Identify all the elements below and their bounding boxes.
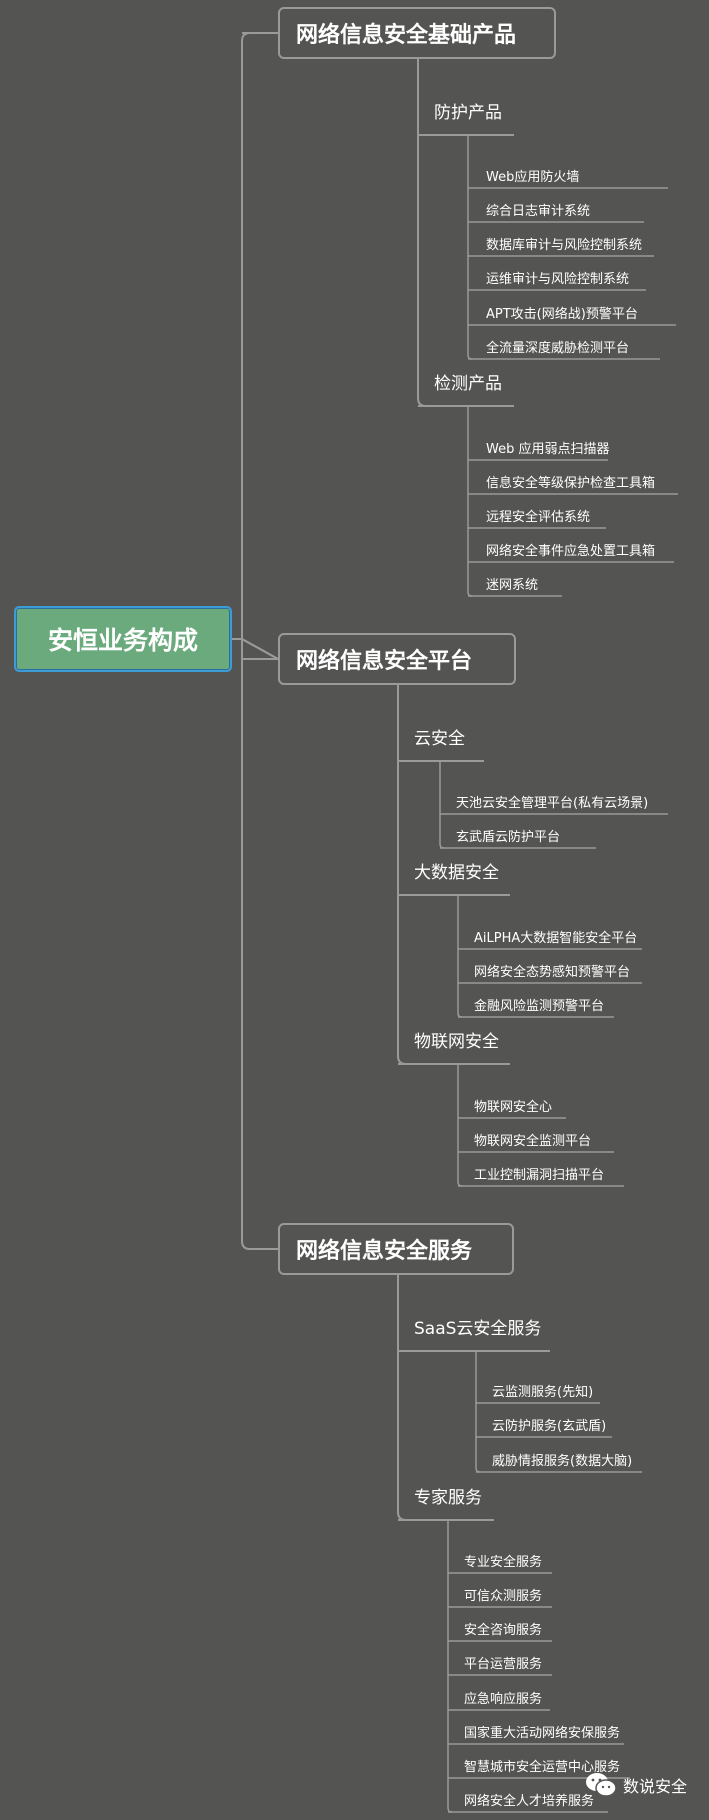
leaf-item[interactable]: 云监测服务(先知) bbox=[492, 1385, 594, 1400]
wechat-icon bbox=[585, 1773, 617, 1797]
leaf-item[interactable]: 网络安全事件应急处置工具箱 bbox=[486, 544, 656, 559]
leaf-item[interactable]: 远程安全评估系统 bbox=[486, 510, 591, 525]
group-2-1-label[interactable]: 专家服务 bbox=[414, 1488, 482, 1508]
leaf-item[interactable]: 平台运营服务 bbox=[464, 1657, 543, 1672]
leaf-item[interactable]: Web应用防火墙 bbox=[486, 170, 580, 185]
root-edge-1b bbox=[241, 639, 278, 660]
watermark-text: 数说安全 bbox=[622, 1777, 687, 1796]
group-0-0-label[interactable]: 防护产品 bbox=[434, 103, 502, 123]
leaf-item[interactable]: 物联网安全心 bbox=[474, 1100, 553, 1115]
leaf-item[interactable]: 物联网安全监测平台 bbox=[474, 1134, 592, 1149]
watermark: 数说安全 bbox=[585, 1772, 687, 1798]
group-2-1-trunk bbox=[447, 1520, 453, 1813]
root-edge-0 bbox=[241, 32, 278, 639]
leaf-item[interactable]: 金融风险监测预警平台 bbox=[474, 999, 605, 1014]
group-2-0-trunk bbox=[475, 1351, 481, 1473]
leaf-item[interactable]: 云防护服务(玄武盾) bbox=[492, 1419, 607, 1434]
root-node[interactable]: 安恒业务构成 bbox=[14, 606, 232, 672]
leaf-item[interactable]: 国家重大活动网络安保服务 bbox=[464, 1726, 621, 1741]
group-1-1-trunk bbox=[457, 895, 463, 1018]
leaf-item[interactable]: 信息安全等级保护检查工具箱 bbox=[486, 476, 656, 491]
leaf-item[interactable]: 网络安全态势感知预警平台 bbox=[474, 965, 631, 980]
leaf-item[interactable]: 运维审计与风险控制系统 bbox=[486, 272, 630, 287]
root-edge-1 bbox=[241, 638, 279, 660]
branch-security-services[interactable]: 网络信息安全服务 bbox=[278, 1223, 514, 1275]
branch-1-trunk bbox=[397, 685, 407, 1065]
leaf-item[interactable]: 智慧城市安全运营中心服务 bbox=[464, 1760, 621, 1775]
group-1-2-label[interactable]: 物联网安全 bbox=[414, 1032, 499, 1052]
leaf-item[interactable]: 安全咨询服务 bbox=[464, 1623, 543, 1638]
leaf-item[interactable]: 数据库审计与风险控制系统 bbox=[486, 238, 643, 253]
leaf-item[interactable]: 网络安全人才培养服务 bbox=[464, 1794, 595, 1809]
group-1-0-trunk bbox=[439, 761, 445, 849]
root-edge-2 bbox=[241, 639, 278, 1250]
branch-0-trunk bbox=[417, 59, 427, 407]
leaf-item[interactable]: 综合日志审计系统 bbox=[486, 204, 591, 219]
group-0-1-label[interactable]: 检测产品 bbox=[434, 374, 502, 394]
branch-2-trunk bbox=[397, 1275, 407, 1521]
leaf-item[interactable]: 天池云安全管理平台(私有云场景) bbox=[456, 796, 649, 811]
group-2-0-label[interactable]: SaaS云安全服务 bbox=[414, 1319, 542, 1339]
leaf-item[interactable]: Web 应用弱点扫描器 bbox=[486, 442, 610, 457]
leaf-item[interactable]: 玄武盾云防护平台 bbox=[456, 830, 561, 845]
group-1-2-trunk bbox=[457, 1064, 463, 1187]
branch-basic-products[interactable]: 网络信息安全基础产品 bbox=[278, 7, 556, 59]
branch-security-platform[interactable]: 网络信息安全平台 bbox=[278, 633, 516, 685]
leaf-item[interactable]: 可信众测服务 bbox=[464, 1589, 543, 1604]
leaf-item[interactable]: APT攻击(网络战)预警平台 bbox=[486, 307, 638, 322]
leaf-item[interactable]: 威胁情报服务(数据大脑) bbox=[492, 1454, 633, 1469]
group-1-0-label[interactable]: 云安全 bbox=[414, 729, 465, 749]
leaf-item[interactable]: 应急响应服务 bbox=[464, 1692, 543, 1707]
leaf-item[interactable]: 全流量深度威胁检测平台 bbox=[486, 341, 630, 356]
leaf-item[interactable]: 工业控制漏洞扫描平台 bbox=[474, 1168, 605, 1183]
leaf-item[interactable]: 迷网系统 bbox=[486, 578, 539, 593]
leaf-item[interactable]: AiLPHA大数据智能安全平台 bbox=[474, 931, 638, 946]
group-0-1-trunk bbox=[467, 406, 473, 597]
leaf-item[interactable]: 专业安全服务 bbox=[464, 1555, 543, 1570]
group-1-1-label[interactable]: 大数据安全 bbox=[414, 863, 499, 883]
